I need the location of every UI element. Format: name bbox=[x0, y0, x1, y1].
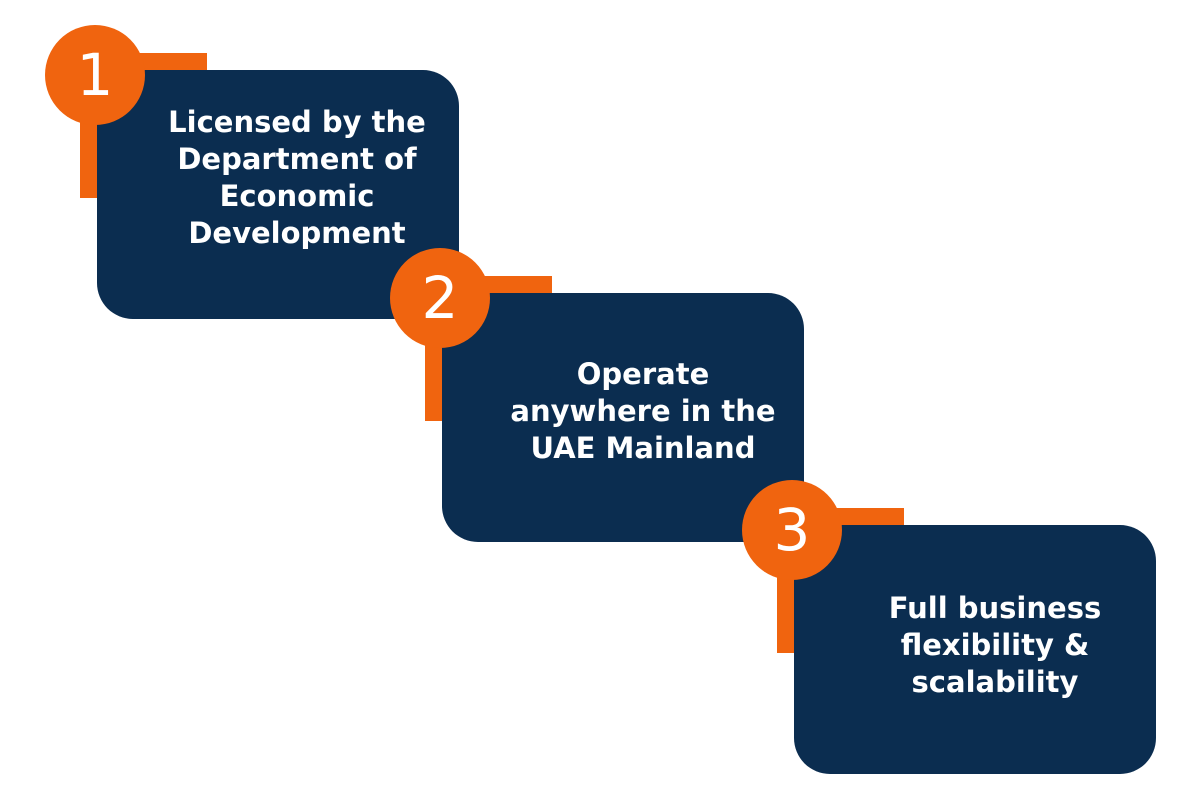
step-3-number-badge: 3 bbox=[742, 480, 842, 580]
step-1-text: Licensed by the Department of Economic D… bbox=[168, 104, 426, 250]
step-1-number-badge: 1 bbox=[45, 25, 145, 125]
step-2: Operate anywhere in the UAE Mainland 2 bbox=[390, 248, 840, 548]
step-2-card: Operate anywhere in the UAE Mainland bbox=[442, 293, 804, 542]
step-3-card: Full business flexibility & scalability bbox=[794, 525, 1156, 774]
step-2-number-badge: 2 bbox=[390, 248, 490, 348]
step-2-text: Operate anywhere in the UAE Mainland bbox=[510, 356, 776, 465]
step-3: Full business flexibility & scalability … bbox=[742, 480, 1192, 780]
step-3-text: Full business flexibility & scalability bbox=[888, 591, 1102, 699]
